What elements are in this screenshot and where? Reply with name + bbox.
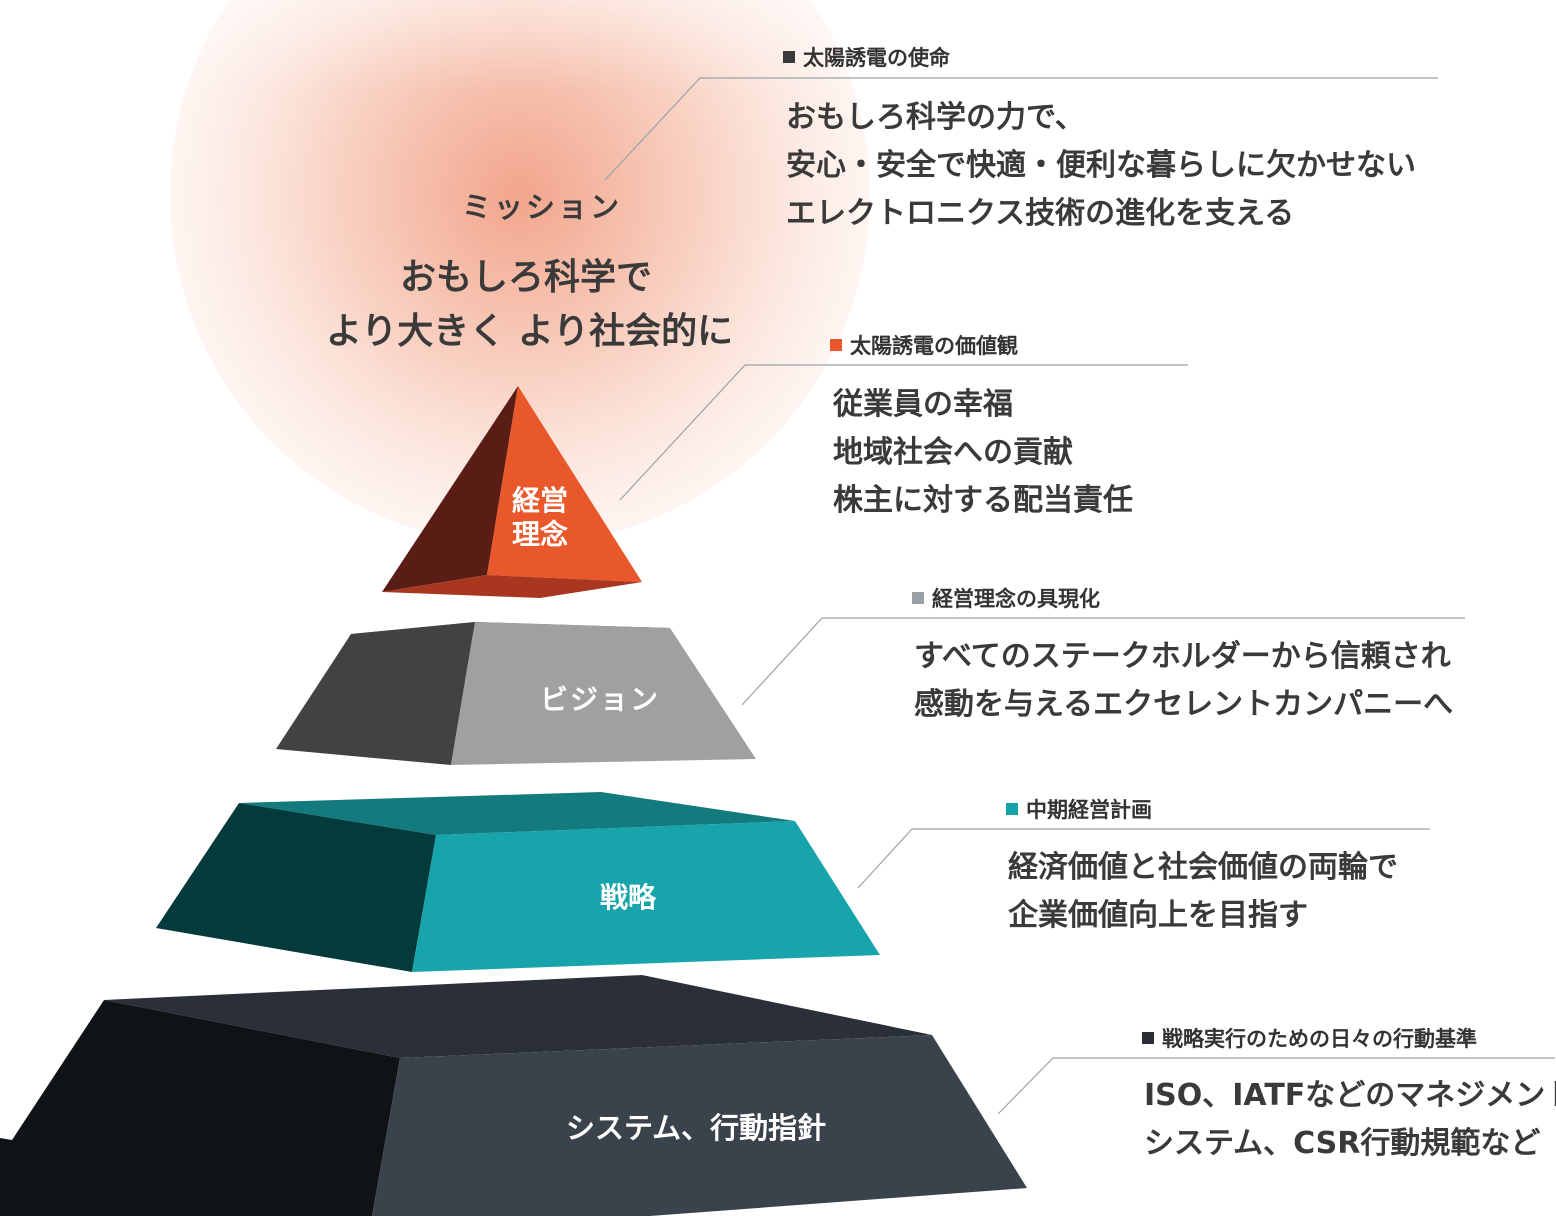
strategy-line-1: 経済価値と社会価値の両輪で [1008, 850, 1398, 885]
strategy-leader-line [857, 828, 1430, 889]
mission-line-3: エレクトロニクス技術の進化を支える [786, 196, 1295, 231]
philosophy-pyramid [382, 386, 642, 598]
mission-tag-square [783, 51, 795, 63]
vision-layer [276, 622, 756, 765]
system-leader-line [997, 1057, 1555, 1115]
vision-line-2: 感動を与えるエクセレントカンパニーへ [914, 687, 1454, 722]
philosophy-leader-line [619, 364, 1188, 501]
strategy-label: 戦略 [600, 881, 657, 914]
vision-tag-square [912, 592, 924, 604]
vision-leader-line [741, 617, 1465, 706]
mission-tag-text: 太陽誘電の使命 [803, 46, 950, 70]
mission-line-2: 安心・安全で快適・便利な暮らしに欠かせない [786, 148, 1416, 183]
philosophy-tag: 太陽誘電の価値観 [830, 330, 1018, 360]
philosophy-line-1: 従業員の幸福 [833, 387, 1013, 422]
vision-label: ビジョン [540, 683, 661, 716]
mission-tag: 太陽誘電の使命 [783, 42, 950, 72]
mission-description: おもしろ科学の力で、 安心・安全で快適・便利な暮らしに欠かせない エレクトロニク… [786, 94, 1416, 238]
vision-tag: 経営理念の具現化 [912, 583, 1100, 613]
strategy-tag-square [1006, 803, 1018, 815]
strategy-layer [156, 792, 880, 972]
system-tag-square [1142, 1032, 1154, 1044]
system-layer [0, 975, 1027, 1216]
mission-headline-line2: より大きく より社会的に [326, 311, 734, 352]
philosophy-label-line1: 経営 [512, 484, 569, 517]
vision-description: すべてのステークホルダーから信頼され 感動を与えるエクセレントカンパニーへ [914, 633, 1453, 729]
system-tag: 戦略実行のための日々の行動基準 [1142, 1023, 1477, 1053]
mission-line-1: おもしろ科学の力で、 [786, 100, 1085, 135]
vision-tag-text: 経営理念の具現化 [932, 587, 1100, 611]
system-description: ISO、IATFなどのマネジメント システム、CSR行動規範など [1144, 1072, 1556, 1168]
system-label: システム、行動指針 [566, 1111, 827, 1145]
strategy-line-2: 企業価値向上を目指す [1008, 898, 1308, 933]
philosophy-line-2: 地域社会への貢献 [833, 435, 1073, 470]
system-tag-text: 戦略実行のための日々の行動基準 [1162, 1027, 1477, 1051]
system-line-1: ISO、IATFなどのマネジメント [1144, 1078, 1556, 1113]
system-line-2: システム、CSR行動規範など [1144, 1126, 1541, 1161]
mission-label: ミッション [462, 190, 623, 224]
strategy-description: 経済価値と社会価値の両輪で 企業価値向上を目指す [1008, 844, 1398, 940]
vision-line-1: すべてのステークホルダーから信頼され [914, 639, 1451, 674]
philosophy-tag-square [830, 339, 842, 351]
mission-leader-line [604, 77, 1438, 181]
strategy-tag-text: 中期経営計画 [1026, 798, 1152, 822]
philosophy-label: 経営 理念 [512, 484, 568, 552]
strategy-tag: 中期経営計画 [1006, 794, 1152, 824]
philosophy-tag-text: 太陽誘電の価値観 [850, 334, 1018, 358]
philosophy-description: 従業員の幸福 地域社会への貢献 株主に対する配当責任 [833, 381, 1133, 525]
mission-headline-line1: おもしろ科学で [400, 257, 653, 298]
philosophy-label-line2: 理念 [512, 518, 569, 551]
philosophy-line-3: 株主に対する配当責任 [833, 483, 1133, 518]
